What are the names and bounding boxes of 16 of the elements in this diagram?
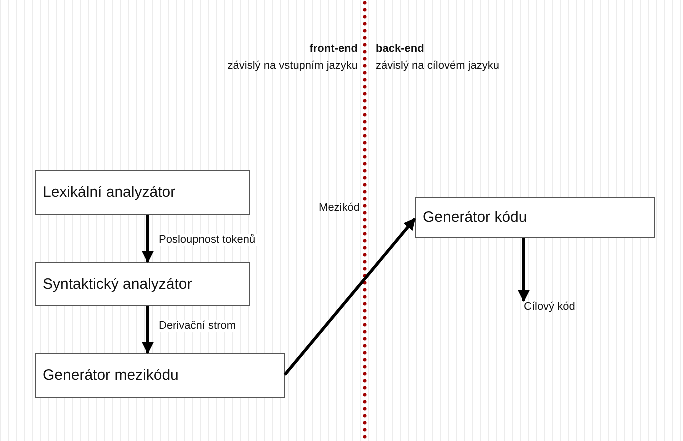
- process-box: Generátor mezikódu: [35, 353, 285, 398]
- arrow: [142, 215, 154, 264]
- arrow: [518, 238, 530, 302]
- process-box: Syntaktický analyzátor: [35, 262, 250, 306]
- section-note: Mezikód: [319, 202, 360, 214]
- arrow: [284, 218, 416, 376]
- section-heading: front-end: [310, 43, 358, 55]
- section-note: závislý na cílovém jazyku: [376, 60, 500, 72]
- edge-label: Posloupnost tokenů: [158, 234, 257, 246]
- process-box: Lexikální analyzátor: [35, 170, 250, 215]
- output-text: Cílový kód: [518, 301, 582, 313]
- arrow: [142, 306, 154, 354]
- section-heading: back-end: [376, 43, 424, 55]
- section-note: závislý na vstupním jazyku: [228, 60, 358, 72]
- process-box: Generátor kódu: [415, 197, 655, 238]
- edge-label: Derivační strom: [158, 320, 238, 332]
